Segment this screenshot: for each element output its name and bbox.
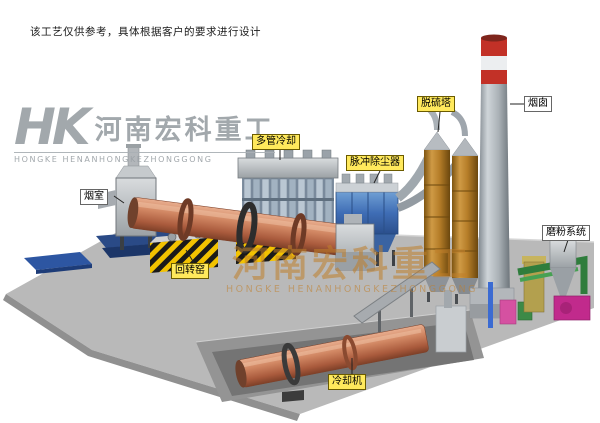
label-smoke-chamber: 烟室 (80, 189, 108, 205)
brand-name-cn: 河南宏科重工 (94, 114, 275, 146)
blue-foundation-pad (24, 252, 92, 274)
label-chimney: 烟囱 (524, 96, 552, 112)
desulfurization-towers-graphic (422, 103, 479, 304)
kiln-outlet-hood (335, 214, 375, 271)
label-cooling-machine: 冷却机 (328, 374, 366, 390)
inclined-conveyor (353, 261, 441, 332)
disclaimer-note: 该工艺仅供参考，具体根据客户的要求进行设计 (30, 26, 261, 38)
label-pulse-dust-collector: 脉冲除尘器 (346, 155, 404, 171)
label-pointer-lines (113, 103, 569, 374)
label-grinding-system: 磨粉系统 (542, 225, 590, 241)
brand-watermark-left: HK 河南宏科重工 HONGKE HENANHONGKEZHONGGONG (14, 98, 275, 164)
chimney-graphic (469, 34, 515, 319)
label-multi-tube-cooler: 多管冷却 (252, 134, 300, 150)
center-watermark-en: HONGKE HENANHONGKEZHONGGONG (226, 283, 478, 295)
brand-logo-initials: HK (14, 98, 91, 156)
label-rotary-kiln: 回转窑 (171, 263, 209, 279)
cooling-machine-graphic (235, 290, 467, 402)
label-desulfurization-tower: 脱硫塔 (417, 96, 455, 112)
brand-name-en: HONGKE HENANHONGKEZHONGGONG (14, 151, 275, 164)
center-watermark-cn: 河南宏科重工 (231, 244, 472, 285)
brand-watermark-center: 河南宏科重工 HONGKE HENANHONGKEZHONGGONG (226, 246, 478, 295)
rotary-kiln-graphic (127, 197, 344, 256)
